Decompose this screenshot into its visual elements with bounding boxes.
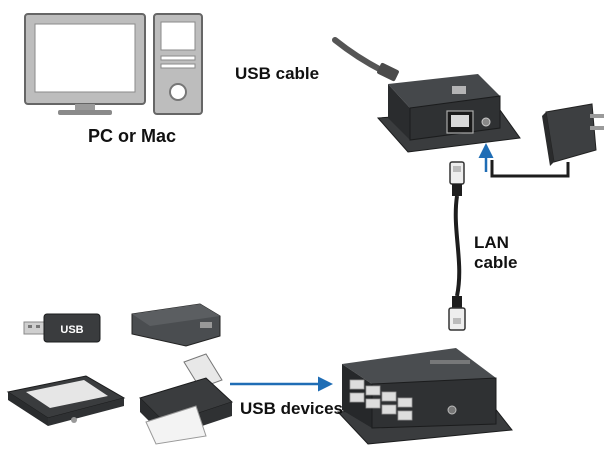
usb-cable-line: [332, 37, 399, 82]
lan-label-line2: cable: [474, 253, 518, 272]
lan-cable-label: LAN cable: [474, 233, 517, 273]
usb-hub-unit: [336, 348, 513, 445]
usb-devices-label: USB devices: [240, 399, 343, 418]
external-drive-icon: [131, 303, 221, 347]
printer-icon: [139, 353, 233, 445]
computer-monitor-icon: [24, 13, 146, 115]
pc-or-mac-label: PC or Mac: [88, 126, 177, 146]
pc-tower-icon: [153, 13, 203, 115]
lan-cable-line: [448, 161, 466, 331]
usb-cable-label: USB cable: [235, 64, 320, 83]
power-adapter-icon: [490, 103, 604, 178]
usb-receiver-unit: [376, 74, 521, 153]
lan-label-line1: LAN: [474, 233, 509, 252]
usb-stick-label: USB: [60, 324, 83, 336]
usb-stick-icon: USB: [23, 313, 101, 343]
scanner-icon: [6, 375, 126, 426]
